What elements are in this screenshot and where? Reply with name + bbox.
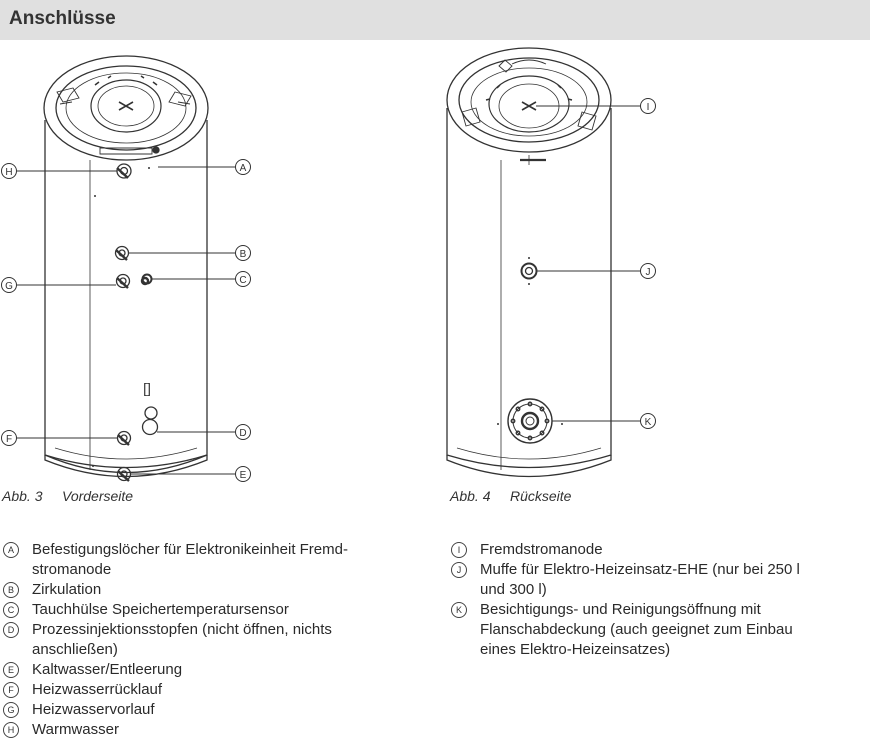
legend-text: Prozessinjektionsstopfen (nicht öffnen, … bbox=[32, 621, 332, 638]
marking-text: [] bbox=[143, 380, 151, 396]
port-flow bbox=[115, 273, 131, 289]
sensor-sleeve bbox=[140, 273, 153, 286]
legend-text: Besichtigungs- und Reinigungsöffnung mit bbox=[480, 601, 761, 618]
tank-illustrations: [] A H B C G D F E I J bbox=[1, 47, 656, 482]
legend-back: I Fremdstromanode J Muffe für Elektro-Heiz… bbox=[450, 540, 860, 660]
legend-text-cont: und 300 l) bbox=[480, 581, 547, 598]
figure-caption-front: Abb. 3 Vorderseite bbox=[2, 488, 133, 504]
callout-a: A bbox=[240, 163, 247, 174]
figure-number: Abb. 4 bbox=[450, 488, 491, 504]
callout-f: F bbox=[6, 434, 12, 445]
port-return bbox=[116, 430, 132, 446]
callout-d: D bbox=[239, 428, 246, 439]
legend-key: A bbox=[3, 542, 19, 558]
callout-e: E bbox=[240, 470, 247, 481]
legend-text: Zirkulation bbox=[32, 581, 102, 598]
legend-text: Muffe für Elektro-Heizeinsatz-EHE (nur b… bbox=[480, 561, 800, 578]
callout-h: H bbox=[5, 167, 12, 178]
legend-item: J Muffe für Elektro-Heizeinsatz-EHE (nur … bbox=[450, 560, 860, 600]
legend-item: A Befestigungslöcher für Elektronikeinhei… bbox=[2, 540, 422, 580]
legend-key: D bbox=[3, 622, 19, 638]
callout-k: K bbox=[645, 417, 652, 428]
legend-key: E bbox=[3, 662, 19, 678]
legend-key: H bbox=[3, 722, 19, 738]
legend-key: K bbox=[451, 602, 467, 618]
figure-caption-text: Rückseite bbox=[510, 488, 572, 504]
callout-i: I bbox=[647, 102, 650, 113]
legend-front: A Befestigungslöcher für Elektronikeinhei… bbox=[2, 540, 422, 740]
legend-text-cont: stromanode bbox=[32, 561, 112, 578]
legend-text: Warmwasser bbox=[32, 721, 119, 738]
legend-key: C bbox=[3, 602, 19, 618]
legend-item: H Warmwasser bbox=[2, 720, 422, 740]
legend-key: J bbox=[451, 562, 467, 578]
back-tank bbox=[446, 47, 612, 478]
port-circulation bbox=[114, 245, 130, 261]
legend-text: Tauchhülse Speichertemperatursensor bbox=[32, 601, 289, 618]
legend-text: Befestigungslöcher für Elektronikeinheit… bbox=[32, 541, 348, 558]
callout-g: G bbox=[5, 281, 13, 292]
sleeve-heater bbox=[520, 262, 538, 280]
legend-text-cont: Flanschabdeckung (auch geeignet zum Einb… bbox=[480, 621, 793, 638]
process-plug bbox=[141, 406, 159, 436]
legend-item: G Heizwasservorlauf bbox=[2, 700, 422, 720]
callout-c: C bbox=[239, 275, 246, 286]
legend-text: Fremdstromanode bbox=[480, 541, 603, 558]
legend-text: Kaltwasser/Entleerung bbox=[32, 661, 183, 678]
legend-key: B bbox=[3, 582, 19, 598]
legend-item: D Prozessinjektionsstopfen (nicht öffnen,… bbox=[2, 620, 422, 660]
figure-caption-text: Vorderseite bbox=[62, 488, 134, 504]
legend-item: E Kaltwasser/Entleerung bbox=[2, 660, 422, 680]
legend-key: G bbox=[3, 702, 19, 718]
callout-j: J bbox=[646, 267, 651, 278]
front-tank bbox=[43, 55, 209, 482]
legend-text: Heizwasservorlauf bbox=[32, 701, 155, 718]
legend-text-cont: eines Elektro-Heizeinsatzes) bbox=[480, 641, 671, 658]
figure-number: Abb. 3 bbox=[2, 488, 43, 504]
figure-caption-back: Abb. 4 Rückseite bbox=[450, 488, 571, 504]
section-header: Anschlüsse bbox=[0, 0, 870, 40]
legend-item: C Tauchhülse Speichertemperatursensor bbox=[2, 600, 422, 620]
legend-item: B Zirkulation bbox=[2, 580, 422, 600]
legend-text: Heizwasserrücklauf bbox=[32, 681, 163, 698]
legend-key: I bbox=[451, 542, 467, 558]
legend-item: I Fremdstromanode bbox=[450, 540, 860, 560]
callout-b: B bbox=[240, 249, 247, 260]
legend-text-cont: anschließen) bbox=[32, 641, 118, 658]
legend-item: K Besichtigungs- und Reinigungsöffnung mi… bbox=[450, 600, 860, 660]
legend-item: F Heizwasserrücklauf bbox=[2, 680, 422, 700]
legend-key: F bbox=[3, 682, 19, 698]
port-cold-water bbox=[116, 466, 132, 482]
section-title: Anschlüsse bbox=[9, 8, 116, 29]
